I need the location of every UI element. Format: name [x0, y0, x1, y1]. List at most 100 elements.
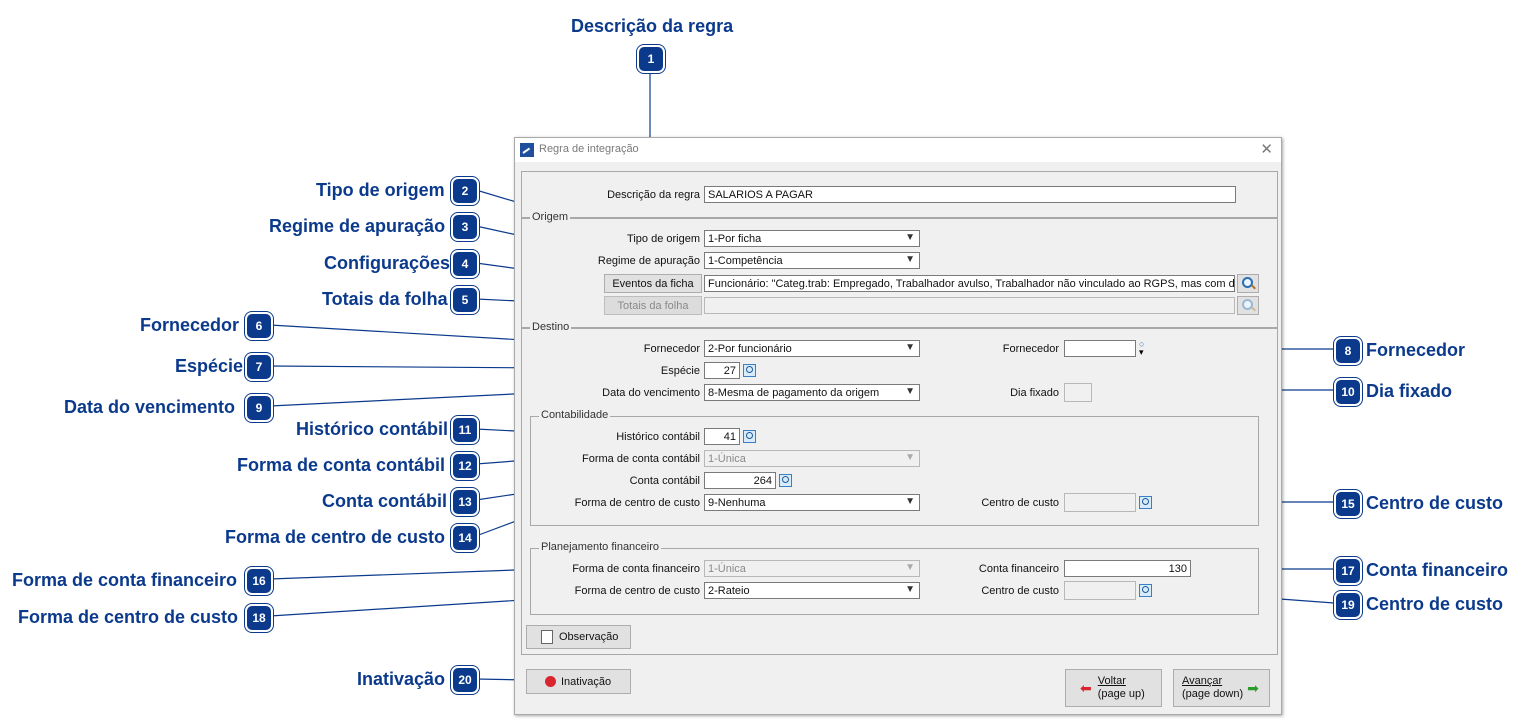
chevron-down-icon: ▼ [905, 342, 915, 353]
annotation-badge-20: 20 [451, 666, 479, 694]
annotation-badge-18: 18 [245, 604, 273, 632]
observacao-button[interactable]: Observação [526, 625, 631, 649]
annotation-badge-11: 11 [451, 416, 479, 444]
back-arrow-icon: ⬅ [1080, 679, 1092, 696]
descricao-panel [521, 171, 1278, 218]
rule-dialog-window: Regra de integração ✕ Descrição da regra… [514, 137, 1282, 715]
annotation-label-8: Fornecedor [1366, 340, 1466, 360]
app-icon [520, 143, 534, 157]
forma-conta-contabil-select[interactable]: 1-Única ▼ [704, 450, 920, 467]
annotation-label-16: Forma de conta financeiro [12, 570, 238, 590]
annotation-badge-7: 7 [245, 353, 273, 381]
conta-contabil-label: Conta contábil [629, 475, 700, 487]
fornecedor-code-input[interactable] [1064, 340, 1136, 357]
regime-select[interactable]: 1-Competência▼ [704, 252, 920, 269]
historico-input[interactable]: 41 [704, 428, 740, 445]
historico-lookup-icon[interactable] [743, 430, 756, 443]
chevron-down-icon: ▼ [905, 562, 915, 573]
forma-centro-custo-select[interactable]: 9-Nenhuma▼ [704, 494, 920, 511]
origem-group: Origem [521, 211, 1278, 328]
forma-centro-custo-fin-label: Forma de centro de custo [574, 585, 700, 597]
conta-contabil-input[interactable]: 264 [704, 472, 776, 489]
centro-custo-label: Centro de custo [981, 497, 1059, 509]
chevron-down-icon: ▼ [905, 584, 915, 595]
annotation-label-17: Conta financeiro [1366, 560, 1509, 580]
chevron-down-icon: ▼ [905, 232, 915, 243]
fornecedor-code-label: Fornecedor [1002, 343, 1059, 355]
annotation-label-5: Totais da folha [322, 289, 448, 309]
dia-fixado-label: Dia fixado [1010, 387, 1059, 399]
voltar-label: Voltar [1097, 675, 1126, 687]
annotation-badge-14: 14 [451, 524, 479, 552]
document-icon [541, 630, 553, 644]
annotation-label-19: Centro de custo [1366, 594, 1504, 614]
eventos-ficha-button[interactable]: Eventos da ficha [604, 274, 702, 293]
forma-conta-contabil-value: 1-Única [708, 453, 746, 465]
annotation-label-4: Configurações [324, 253, 451, 273]
annotation-badge-19: 19 [1334, 591, 1362, 619]
totais-folha-summary [704, 297, 1235, 314]
conta-contabil-lookup-icon[interactable] [779, 474, 792, 487]
descricao-input[interactable]: SALARIOS A PAGAR [704, 186, 1236, 203]
fornecedor-select[interactable]: 2-Por funcionário ▼ [704, 340, 920, 357]
vencimento-select[interactable]: 8-Mesma de pagamento da origem ▼ [704, 384, 920, 401]
annotation-badge-3: 3 [451, 213, 479, 241]
chevron-down-icon: ▼ [905, 386, 915, 397]
annotation-label-15: Centro de custo [1366, 493, 1504, 513]
fornecedor-value: 2-Por funcionário [708, 343, 792, 355]
centro-custo-input[interactable] [1064, 493, 1136, 512]
annotation-badge-5: 5 [451, 286, 479, 314]
annotation-badge-13: 13 [451, 488, 479, 516]
centro-custo-fin-lookup-icon[interactable] [1139, 584, 1152, 597]
contabilidade-group-title: Contabilidade [539, 409, 611, 421]
fornecedor-label: Fornecedor [643, 343, 700, 355]
destino-group-title: Destino [530, 321, 572, 333]
totais-folha-button[interactable]: Totais da folha [604, 296, 702, 315]
conta-financeiro-label: Conta financeiro [978, 563, 1059, 575]
fornecedor-lookup-icon[interactable]: ○▾ [1139, 339, 1145, 357]
tipo-origem-select[interactable]: 1-Por ficha▼ [704, 230, 920, 247]
annotation-label-3: Regime de apuração [269, 216, 446, 236]
annotation-label-7: Espécie [175, 356, 244, 376]
conta-financeiro-input[interactable]: 130 [1064, 560, 1191, 577]
annotation-badge-16: 16 [245, 567, 273, 595]
title-bar[interactable]: Regra de integração ✕ [515, 138, 1281, 162]
especie-label: Espécie [660, 365, 700, 377]
inativacao-button[interactable]: Inativação [526, 669, 631, 694]
regime-label: Regime de apuração [597, 255, 700, 267]
origem-group-title: Origem [530, 211, 571, 223]
forma-centro-custo-value: 9-Nenhuma [708, 497, 766, 509]
annotation-label-12: Forma de conta contábil [237, 455, 446, 475]
especie-input[interactable]: 27 [704, 362, 740, 379]
annotation-label-11: Histórico contábil [296, 419, 449, 439]
annotation-badge-8: 8 [1334, 337, 1362, 365]
annotation-badge-1: 1 [637, 45, 665, 73]
vencimento-value: 8-Mesma de pagamento da origem [708, 387, 880, 399]
annotation-badge-12: 12 [451, 452, 479, 480]
planejamento-group: Planejamento financeiro [530, 541, 1259, 615]
annotation-label-18: Forma de centro de custo [18, 607, 239, 627]
search-eventos-icon[interactable] [1237, 274, 1259, 293]
voltar-button[interactable]: ⬅ Voltar (page up) [1065, 669, 1162, 707]
close-icon[interactable]: ✕ [1260, 141, 1273, 158]
dia-fixado-input[interactable] [1064, 383, 1092, 402]
historico-label: Histórico contábil [616, 431, 700, 443]
centro-custo-fin-input[interactable] [1064, 581, 1136, 600]
forma-conta-financeiro-select[interactable]: 1-Única▼ [704, 560, 920, 577]
vencimento-label: Data do vencimento [602, 387, 700, 399]
avancar-label: Avançar [1182, 675, 1223, 687]
annotation-badge-10: 10 [1334, 378, 1362, 406]
forma-centro-custo-fin-select[interactable]: 2-Rateio▼ [704, 582, 920, 599]
annotation-label-20: Inativação [357, 669, 446, 689]
search-totais-icon[interactable] [1237, 296, 1259, 315]
avancar-button[interactable]: Avançar (page down) ➡ [1173, 669, 1270, 707]
centro-custo-lookup-icon[interactable] [1139, 496, 1152, 509]
chevron-down-icon: ▼ [905, 452, 915, 463]
annotation-badge-15: 15 [1334, 490, 1362, 518]
annotation-badge-9: 9 [245, 394, 273, 422]
especie-lookup-icon[interactable] [743, 364, 756, 377]
annotation-label-1: Descrição da regra [571, 16, 734, 36]
planejamento-group-title: Planejamento financeiro [539, 541, 662, 553]
annotation-badge-2: 2 [451, 177, 479, 205]
annotation-label-2: Tipo de origem [316, 180, 445, 200]
